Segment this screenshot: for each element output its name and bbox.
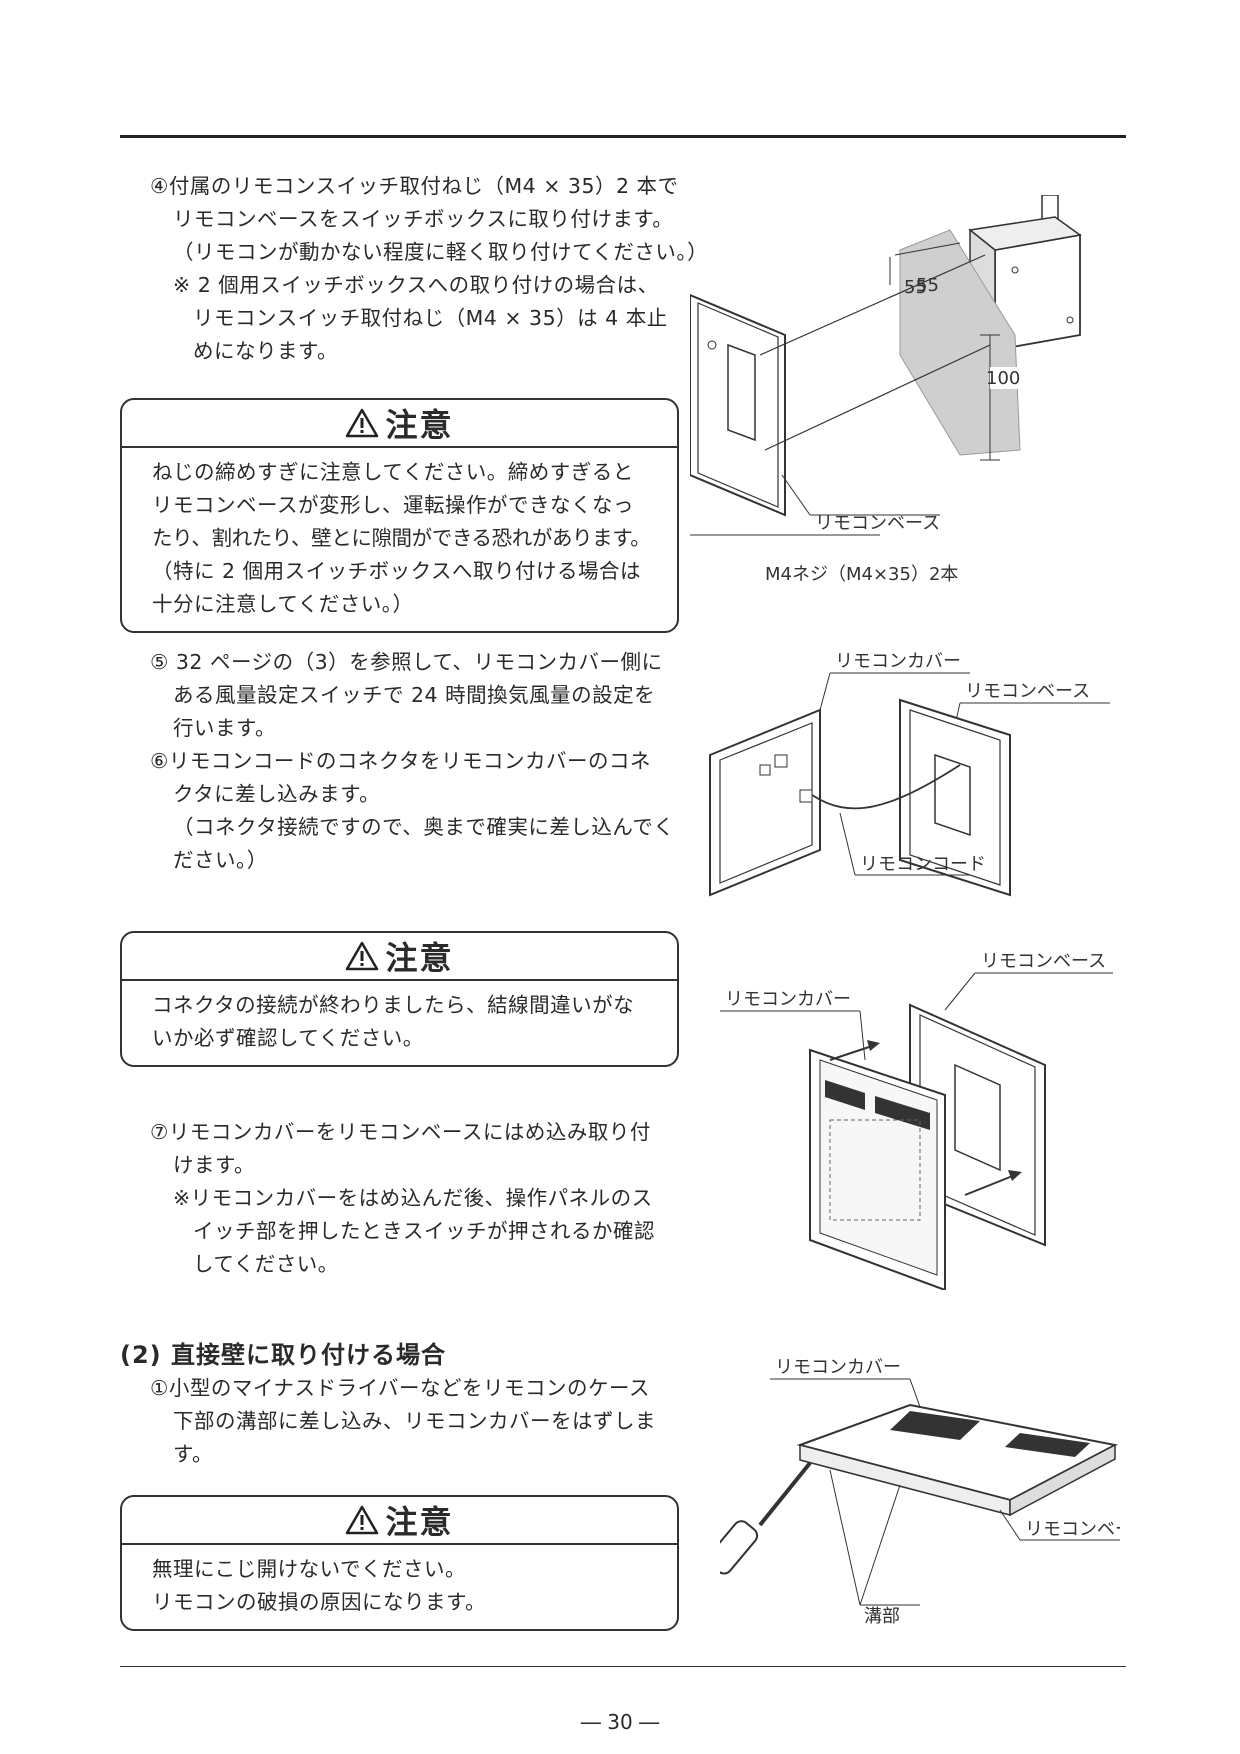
caution-box: 注意 無理にこじ開けないでください。 リモコンの破損の原因になります。 bbox=[120, 1495, 679, 1631]
caution-line: リモコンベースが変形し、運転操作ができなくなっ bbox=[152, 493, 634, 517]
caution-line: リモコンの破損の原因になります。 bbox=[152, 1590, 486, 1614]
caution-line: ねじの締めすぎに注意してください。締めすぎると bbox=[152, 460, 634, 484]
step7-note: ※リモコンカバーをはめ込んだ後、操作パネルのス bbox=[173, 1186, 653, 1210]
caution-title: 注意 bbox=[385, 406, 454, 444]
figure-switchbox-mounting: 55 100 リモコンベース bbox=[690, 195, 1082, 536]
label-groove: 溝部 bbox=[864, 1606, 900, 1627]
step6-line: クタに差し込みます。 bbox=[173, 782, 381, 806]
step4-text: ④付属のリモコンスイッチ取付ねじ（M4 × 35）2 本で リモコンベースをスイ… bbox=[150, 170, 708, 368]
step5-line: ⑤ 32 ページの（3）を参照して、リモコンカバー側に bbox=[150, 650, 663, 674]
header-rule bbox=[120, 135, 1126, 138]
figure-cover-removal: リモコンカバー リモコンベース bbox=[720, 1357, 1120, 1605]
figure4-groove-label: 溝部 bbox=[860, 1604, 920, 1627]
step7-line: ⑦リモコンカバーをリモコンベースにはめ込み取り付 bbox=[150, 1120, 651, 1144]
caution-line: コネクタの接続が終わりましたら、結線間違いがな bbox=[152, 993, 635, 1017]
label-remote-base: リモコンベース bbox=[981, 951, 1106, 972]
step6-line: （コネクタ接続ですので、奥まで確実に差し込んでく bbox=[173, 815, 675, 839]
step4-line: （リモコンが動かない程度に軽く取り付けてください。） bbox=[173, 240, 709, 264]
step6-line: ださい。） bbox=[173, 848, 268, 872]
label-remote-base: リモコンベース bbox=[815, 513, 940, 534]
caution-header: 注意 bbox=[122, 1497, 677, 1545]
label-remote-base: リモコンベース bbox=[965, 681, 1090, 702]
step4-note: めになります。 bbox=[193, 339, 338, 363]
caution-line: たり、割れたり、壁とに隙間ができる恐れがあります。 bbox=[152, 526, 651, 550]
step4-note: リモコンスイッチ取付ねじ（M4 × 35）は 4 本止 bbox=[193, 306, 668, 330]
step4-note: ※ 2 個用スイッチボックスへの取り付けの場合は、 bbox=[173, 273, 659, 297]
label-remote-cover: リモコンカバー bbox=[835, 651, 961, 672]
dim-100-label: 100 bbox=[986, 368, 1020, 389]
caution-header: 注意 bbox=[122, 400, 677, 448]
step7-text: ⑦リモコンカバーをリモコンベースにはめ込み取り付 けます。 ※リモコンカバーをは… bbox=[150, 1116, 655, 1281]
caution-line: （特に 2 個用スイッチボックスへ取り付ける場合は bbox=[152, 559, 641, 583]
step4-line: リモコンベースをスイッチボックスに取り付けます。 bbox=[173, 207, 674, 231]
caution-line: 十分に注意してください。） bbox=[152, 592, 414, 616]
warning-triangle-icon bbox=[346, 408, 379, 438]
caution-box: 注意 コネクタの接続が終わりましたら、結線間違いがな いか必ず確認してください。 bbox=[120, 931, 679, 1067]
section2-text: ①小型のマイナスドライバーなどをリモコンのケース 下部の溝部に差し込み、リモコン… bbox=[150, 1372, 656, 1471]
step6-line: ⑥リモコンコードのコネクタをリモコンカバーのコネ bbox=[150, 749, 652, 773]
step7-note: してください。 bbox=[193, 1252, 339, 1276]
step5-line: ある風量設定スイッチで 24 時間換気風量の設定を bbox=[173, 683, 656, 707]
caution-header: 注意 bbox=[122, 933, 677, 981]
label-screw: M4ネジ（M4×35）2本 bbox=[765, 564, 958, 585]
caution-line: 無理にこじ開けないでください。 bbox=[152, 1557, 466, 1581]
section-heading: (2) 直接壁に取り付ける場合 bbox=[120, 1341, 446, 1369]
page-number: ― 30 ― bbox=[580, 1710, 660, 1734]
section2-line: 下部の溝部に差し込み、リモコンカバーをはずしま bbox=[173, 1409, 656, 1433]
footer-rule bbox=[120, 1666, 1126, 1667]
step4-line: ④付属のリモコンスイッチ取付ねじ（M4 × 35）2 本で bbox=[150, 174, 679, 198]
dim-55-label: 55 bbox=[904, 277, 927, 298]
section2-line: ①小型のマイナスドライバーなどをリモコンのケース bbox=[150, 1376, 651, 1400]
svg-text:55: 55 bbox=[916, 275, 939, 296]
step5-line: 行います。 bbox=[173, 716, 276, 740]
label-remote-cord: リモコンコード bbox=[860, 854, 986, 875]
caution-title: 注意 bbox=[385, 1503, 454, 1541]
step5-text: ⑤ 32 ページの（3）を参照して、リモコンカバー側に ある風量設定スイッチで … bbox=[150, 646, 674, 877]
label-remote-cover: リモコンカバー bbox=[775, 1357, 901, 1378]
figure1-dim55-label: 55 bbox=[904, 277, 927, 298]
figure1-screw-label: M4ネジ（M4×35）2本 bbox=[765, 564, 958, 585]
caution-box: 注意 ねじの締めすぎに注意してください。締めすぎると リモコンベースが変形し、運… bbox=[120, 398, 679, 633]
step7-note: イッチ部を押したときスイッチが押されるか確認 bbox=[193, 1219, 655, 1243]
label-remote-cover: リモコンカバー bbox=[725, 989, 851, 1010]
figure-cord-connection: リモコンカバー リモコンベース リモコンコード bbox=[709, 651, 1110, 897]
label-remote-base: リモコンベース bbox=[1025, 1519, 1120, 1540]
figure-cover-fitting: リモコンベース リモコンカバー bbox=[720, 951, 1113, 1290]
warning-triangle-icon bbox=[346, 1505, 379, 1535]
warning-triangle-icon bbox=[346, 941, 379, 971]
step7-line: けます。 bbox=[173, 1153, 255, 1177]
caution-title: 注意 bbox=[385, 939, 454, 977]
caution-line: いか必ず確認してください。 bbox=[152, 1026, 424, 1050]
section2-line: す。 bbox=[173, 1442, 213, 1466]
